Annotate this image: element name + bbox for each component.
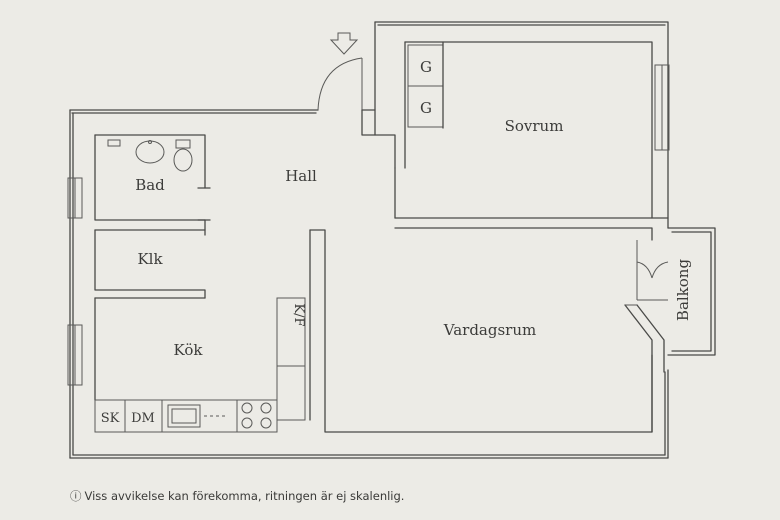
dishwasher-label: DM [131,411,155,426]
toilet-icon [173,148,193,172]
room-label-klk: Klk [137,250,163,268]
disclaimer-text: Viss avvikelse kan förekomma, ritningen … [84,489,405,503]
sink-icon [135,140,165,164]
room-label-kok: Kök [174,341,204,359]
window-sovrum [654,64,670,151]
entrance-door [317,32,363,111]
kitchen-sink-icon [167,404,201,428]
toilet-tank-icon [175,139,191,149]
wardrobe-label-2: G [420,99,432,117]
windows-left [67,177,83,386]
balcony [624,227,716,433]
outer-walls [69,21,669,459]
room-label-bad: Bad [135,176,165,194]
bathroom-fixtures [107,139,193,172]
sink-cabinet-label: SK [101,411,120,426]
sovrum-walls [361,41,653,219]
kitchen-counter [94,399,278,433]
room-label-balkong: Balkong [674,259,692,322]
stove-icon [236,399,278,433]
fridge-freezer-label: K/F [291,303,306,326]
entrance-arrow-icon [329,32,359,55]
room-label-vardagsrum: Vardagsrum [443,321,536,339]
partition-walls [94,134,669,433]
room-label-hall: Hall [285,167,317,185]
info-icon: ⓘ [70,489,82,503]
room-label-sovrum: Sovrum [505,117,564,135]
wardrobe-label-1: G [420,58,432,76]
